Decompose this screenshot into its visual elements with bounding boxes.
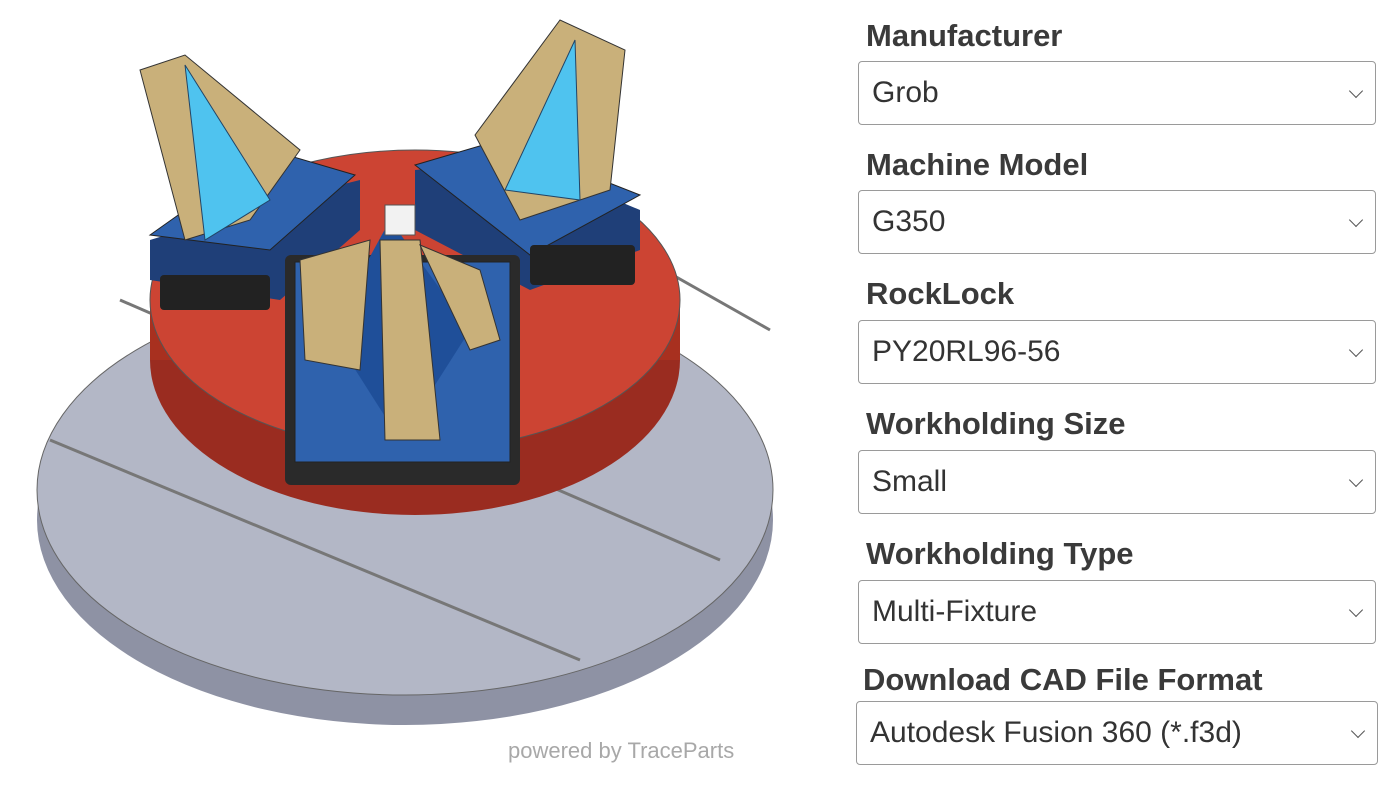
manufacturer-value: Grob (872, 76, 939, 109)
machine-model-select[interactable]: G350 (858, 190, 1376, 254)
chevron-down-icon (1348, 602, 1364, 618)
powered-by-traceparts[interactable]: powered by TraceParts (508, 738, 735, 763)
cad-3d-viewer[interactable]: powered by TraceParts (0, 0, 830, 780)
workholding-type-value: Multi-Fixture (872, 595, 1038, 628)
manufacturer-select[interactable]: Grob (858, 61, 1376, 125)
rocklock-value: PY20RL96-56 (872, 335, 1061, 368)
machine-model-value: G350 (872, 205, 946, 238)
fixture-model-render[interactable] (0, 0, 830, 780)
cad-format-label: Download CAD File Format (863, 662, 1263, 697)
workholding-size-value: Small (872, 465, 948, 498)
chevron-down-icon (1348, 342, 1364, 358)
cad-format-select[interactable]: Autodesk Fusion 360 (*.f3d) (856, 701, 1378, 765)
workholding-size-select[interactable]: Small (858, 450, 1376, 514)
machine-model-label: Machine Model (866, 147, 1089, 182)
workholding-type-select[interactable]: Multi-Fixture (858, 580, 1376, 644)
rocklock-label: RockLock (866, 276, 1015, 311)
manufacturer-label: Manufacturer (866, 18, 1063, 53)
rocklock-select[interactable]: PY20RL96-56 (858, 320, 1376, 384)
chevron-down-icon (1348, 212, 1364, 228)
chevron-down-icon (1348, 83, 1364, 99)
workholding-type-label: Workholding Type (866, 536, 1134, 571)
workholding-size-label: Workholding Size (866, 406, 1126, 441)
chevron-down-icon (1348, 472, 1364, 488)
chevron-down-icon (1350, 723, 1366, 739)
cad-format-value: Autodesk Fusion 360 (*.f3d) (870, 716, 1242, 749)
